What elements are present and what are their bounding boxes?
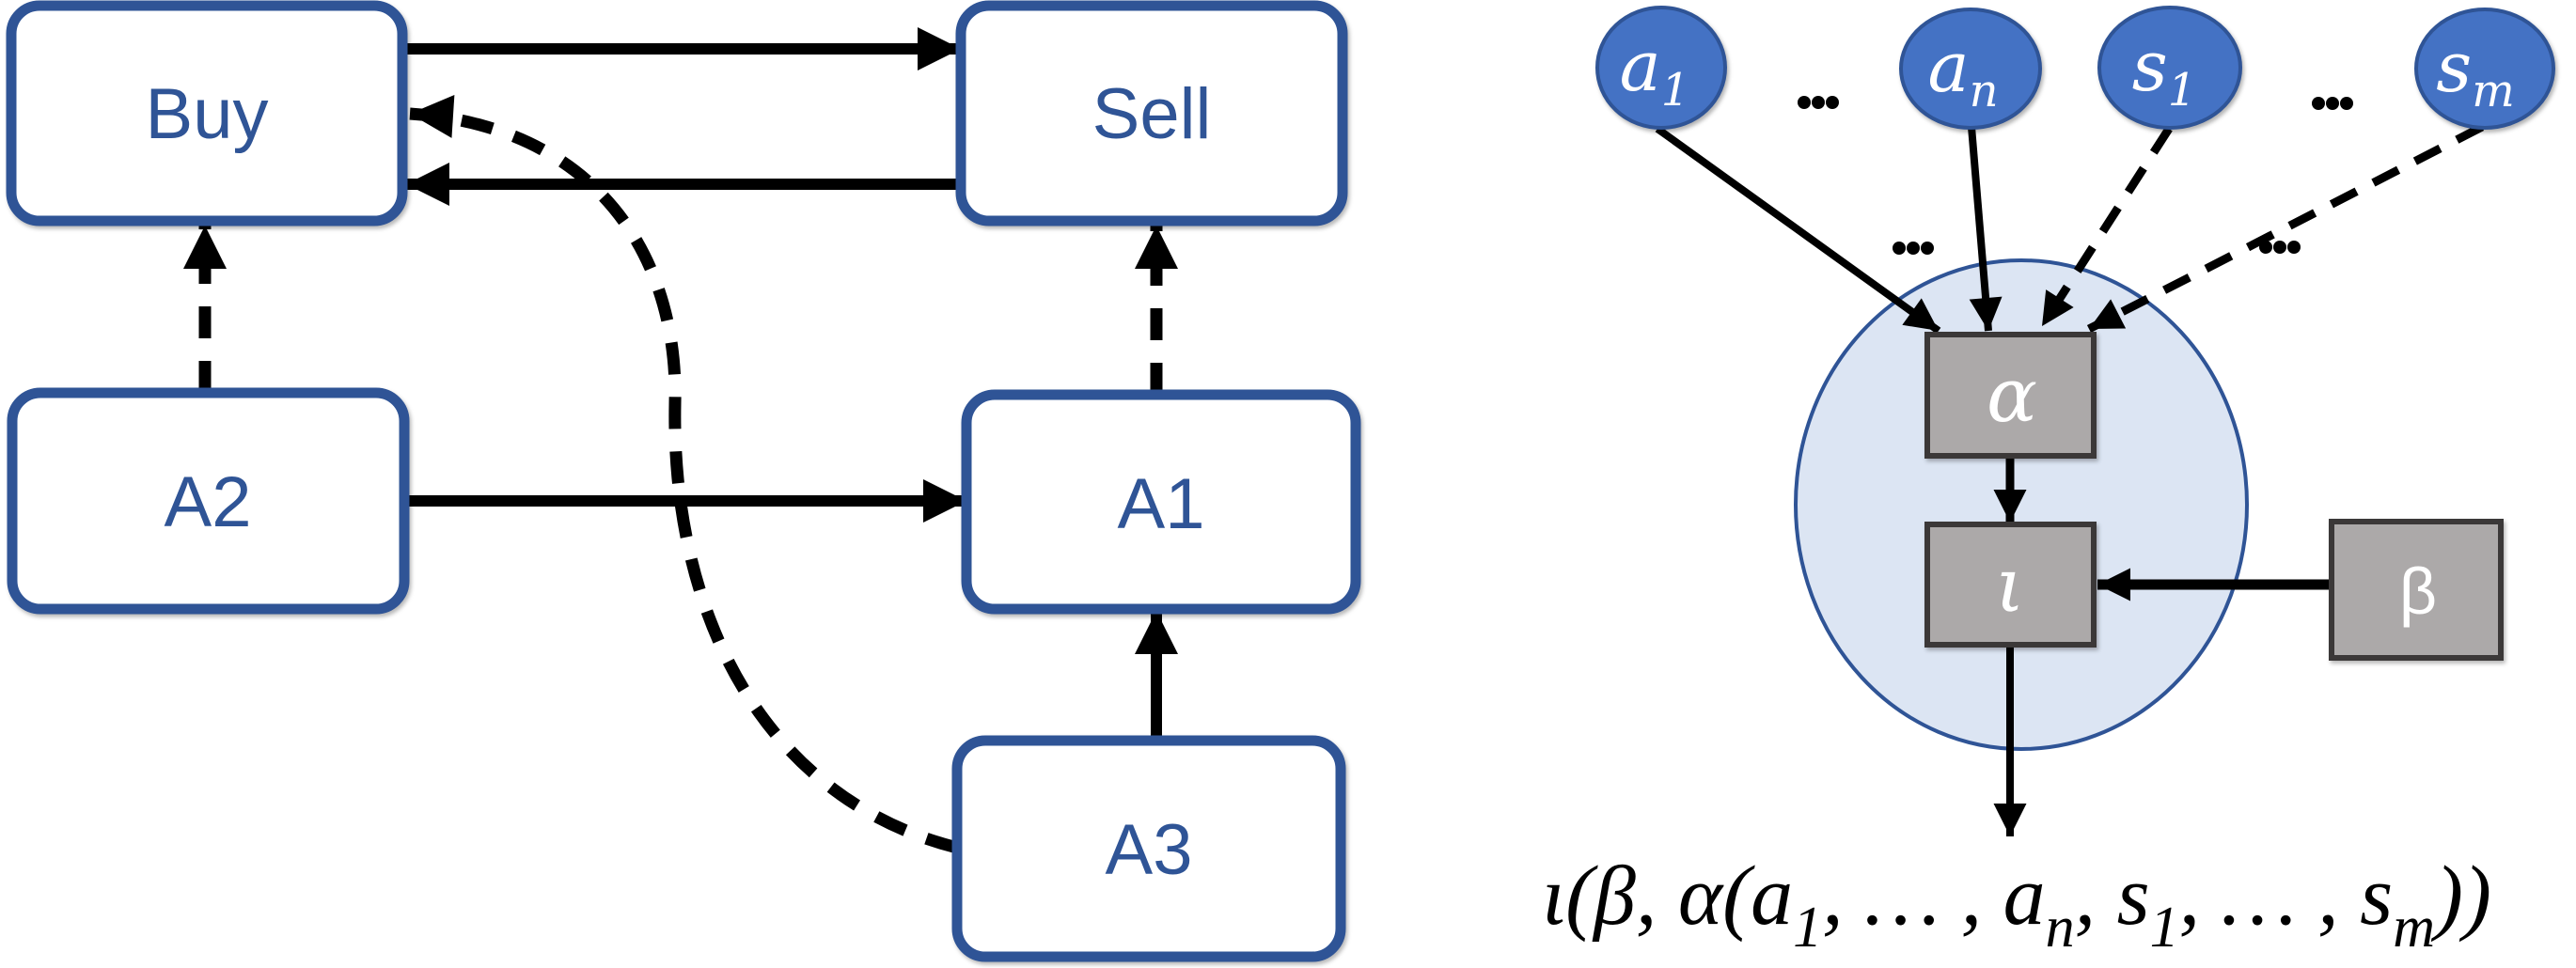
ellipsis-dots-inner-right	[2259, 241, 2301, 254]
node-sell-box	[955, 0, 1348, 226]
unit-beta-label: β	[2399, 554, 2437, 628]
ellipsis-dots-top-right	[2312, 97, 2353, 110]
node-a2-box	[7, 387, 410, 615]
edge-an-to-alpha	[1968, 126, 2003, 332]
state-diagram: Buy Sell A2 A1 A3	[6, 0, 1361, 962]
node-a1: A1	[961, 389, 1361, 615]
node-buy-label: Buy	[146, 74, 269, 154]
unit-iota-label: ι	[1995, 541, 2024, 629]
input-node-s1: s1	[2097, 6, 2242, 130]
input-node-s1-shape	[2097, 6, 2242, 130]
node-a2: A2	[7, 387, 410, 615]
input-node-sm: sm	[2414, 8, 2555, 130]
agent-architecture-diagram: a1 an s1 sm	[1542, 6, 2555, 960]
unit-beta-box	[2329, 519, 2504, 661]
node-a1-label: A1	[1118, 464, 1205, 544]
edge-a1-to-alpha	[1655, 125, 1941, 335]
ellipsis-dots-top-left	[1798, 96, 1839, 109]
edge-a3-to-buy	[409, 95, 959, 854]
unit-iota-box	[1924, 522, 2097, 648]
node-a1-box	[961, 389, 1361, 615]
edge-sm-to-alpha	[2086, 122, 2485, 334]
node-buy-box	[6, 0, 408, 226]
ellipsis-dots-inner-left	[1893, 242, 1934, 255]
node-buy: Buy	[6, 0, 408, 226]
node-a3-box	[951, 735, 1346, 962]
unit-beta: β	[2329, 519, 2504, 661]
unit-alpha-box	[1924, 332, 2097, 459]
input-node-a1: a1	[1595, 6, 1727, 130]
node-sell-label: Sell	[1092, 74, 1212, 154]
node-a3: A3	[951, 735, 1346, 962]
input-node-sm-label: sm	[2436, 27, 2515, 117]
input-node-a1-shape	[1595, 6, 1727, 130]
output-formula: ι(β, α(a1, … , an, s1, … , sm))	[1542, 850, 2491, 960]
input-node-sm-shape	[2414, 8, 2555, 130]
unit-alpha-label: α	[1987, 351, 2037, 439]
input-node-an-label: an	[1927, 27, 1998, 117]
node-sell: Sell	[955, 0, 1348, 226]
input-node-an: an	[1899, 8, 2042, 130]
unit-alpha: α	[1924, 332, 2097, 459]
edge-s1-to-alpha	[2038, 126, 2173, 329]
input-node-an-shape	[1899, 8, 2042, 130]
input-node-a1-label: a1	[1620, 26, 1690, 117]
node-a2-label: A2	[165, 462, 252, 542]
input-node-s1-label: s1	[2132, 26, 2197, 117]
node-a3-label: A3	[1106, 810, 1193, 890]
unit-iota: ι	[1924, 522, 2097, 648]
